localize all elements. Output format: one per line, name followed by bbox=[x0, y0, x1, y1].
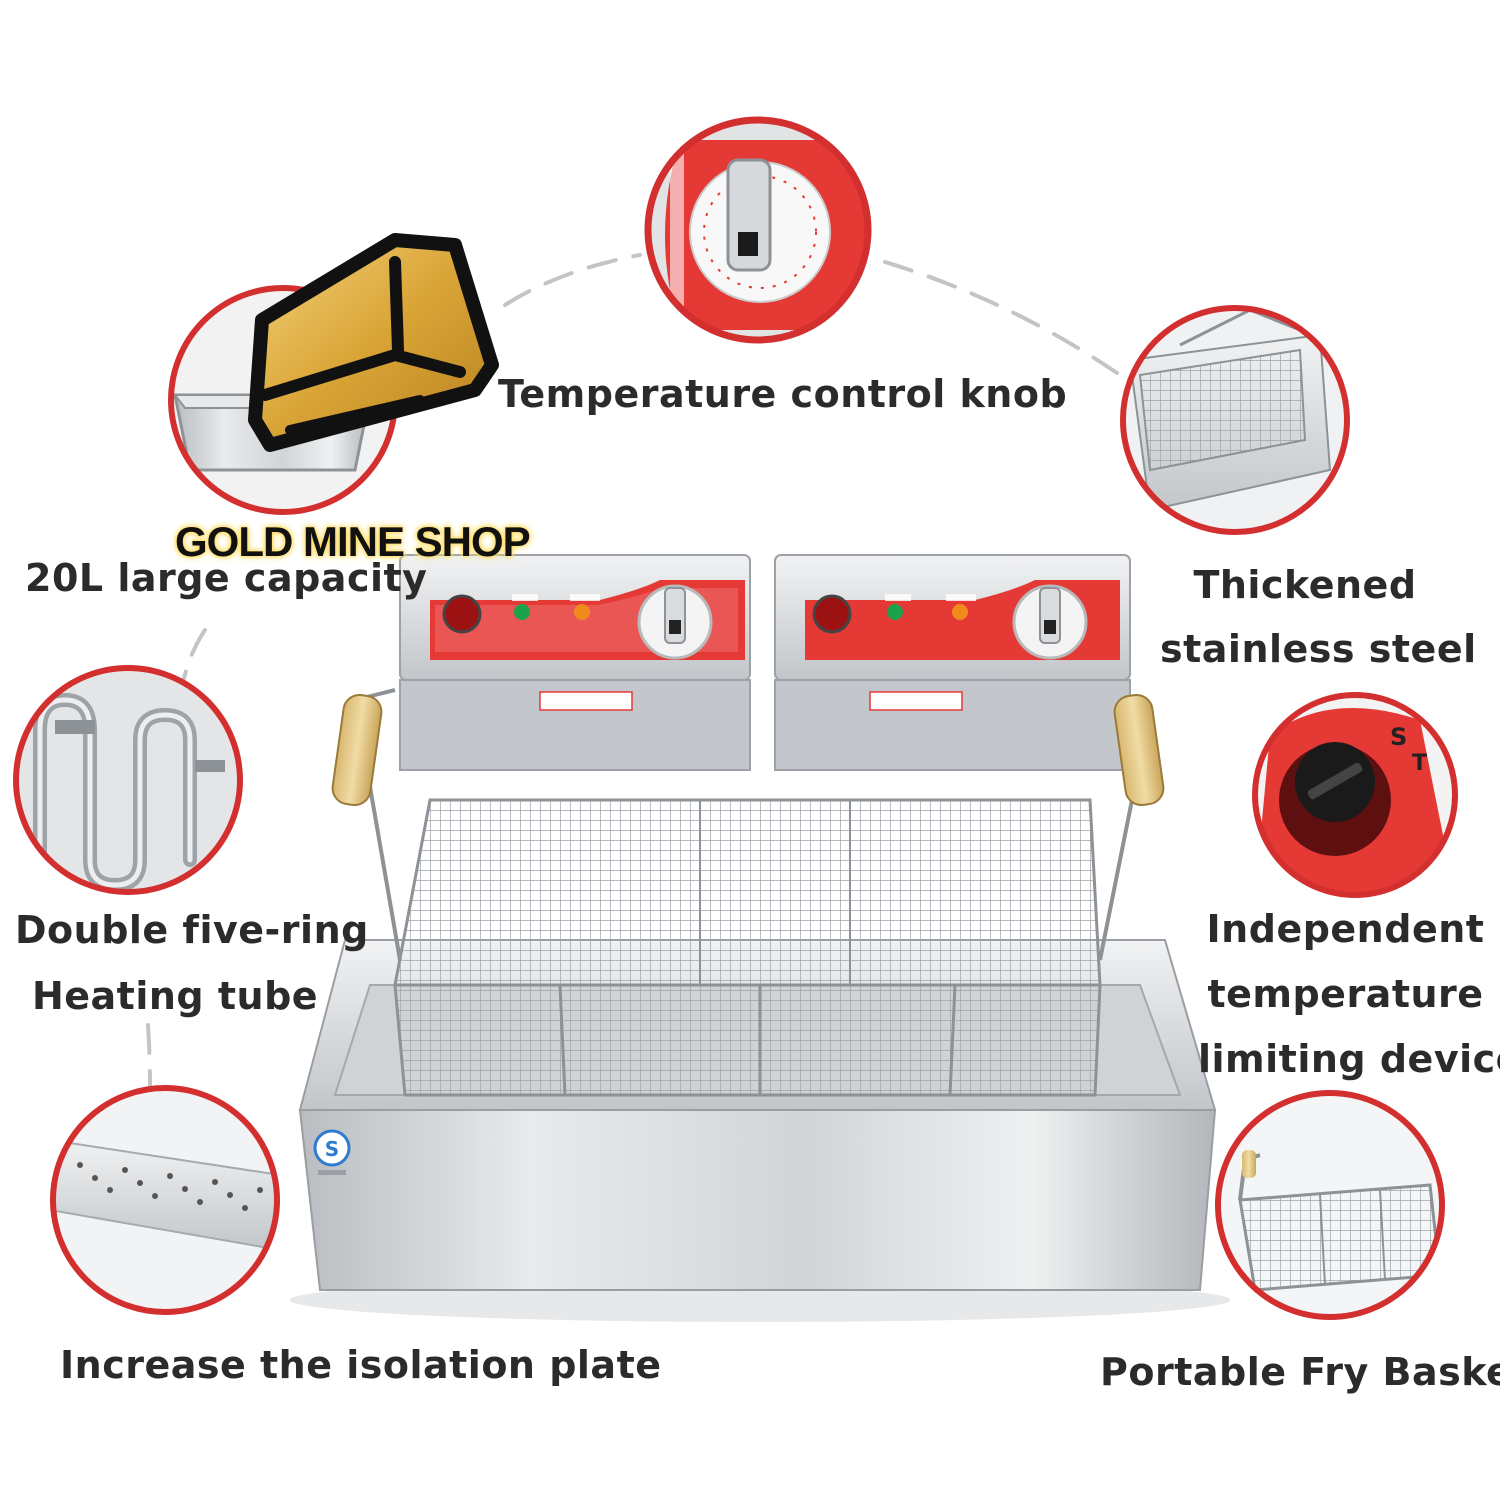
brand-name: GOLD MINE SHOP bbox=[175, 518, 531, 565]
label-limiter-line-3: limiting device bbox=[1198, 1037, 1500, 1081]
limiter-knob-icon: S T bbox=[1252, 692, 1458, 898]
right-handle bbox=[1113, 693, 1165, 807]
portable-basket-icon bbox=[1215, 1090, 1445, 1320]
label-temperature-knob: Temperature control knob bbox=[498, 372, 1068, 416]
label-heating-line-2: Heating tube bbox=[31, 974, 319, 1018]
label-basket: Portable Fry Basket bbox=[1100, 1350, 1500, 1394]
svg-text:S: S bbox=[325, 1137, 339, 1161]
gold-bar-logo bbox=[248, 233, 499, 452]
left-handle bbox=[331, 693, 383, 807]
svg-text:S: S bbox=[1390, 723, 1407, 751]
heating-tube-icon bbox=[13, 665, 243, 895]
label-limiter-line-1: Independent bbox=[1206, 907, 1485, 951]
isolation-plate-icon bbox=[50, 1085, 280, 1315]
label-limiter: Independent temperature limiting device bbox=[1198, 897, 1500, 1092]
label-steel-line-2: stainless steel bbox=[1160, 627, 1477, 671]
label-heating: Double five-ring Heating tube bbox=[15, 897, 369, 1029]
label-steel: Thickened stainless steel bbox=[1160, 553, 1477, 681]
label-heating-line-1: Double five-ring bbox=[15, 908, 369, 952]
label-steel-line-1: Thickened bbox=[1193, 563, 1417, 607]
fryer-illustration: S bbox=[290, 554, 1230, 1322]
label-limiter-line-2: temperature bbox=[1207, 972, 1484, 1016]
temperature-knob-icon bbox=[644, 116, 872, 344]
fry-basket-icon bbox=[1120, 305, 1350, 535]
label-capacity: 20L large capacity bbox=[25, 556, 428, 600]
svg-text:T: T bbox=[1412, 751, 1427, 776]
label-isolation: Increase the isolation plate bbox=[60, 1343, 662, 1387]
